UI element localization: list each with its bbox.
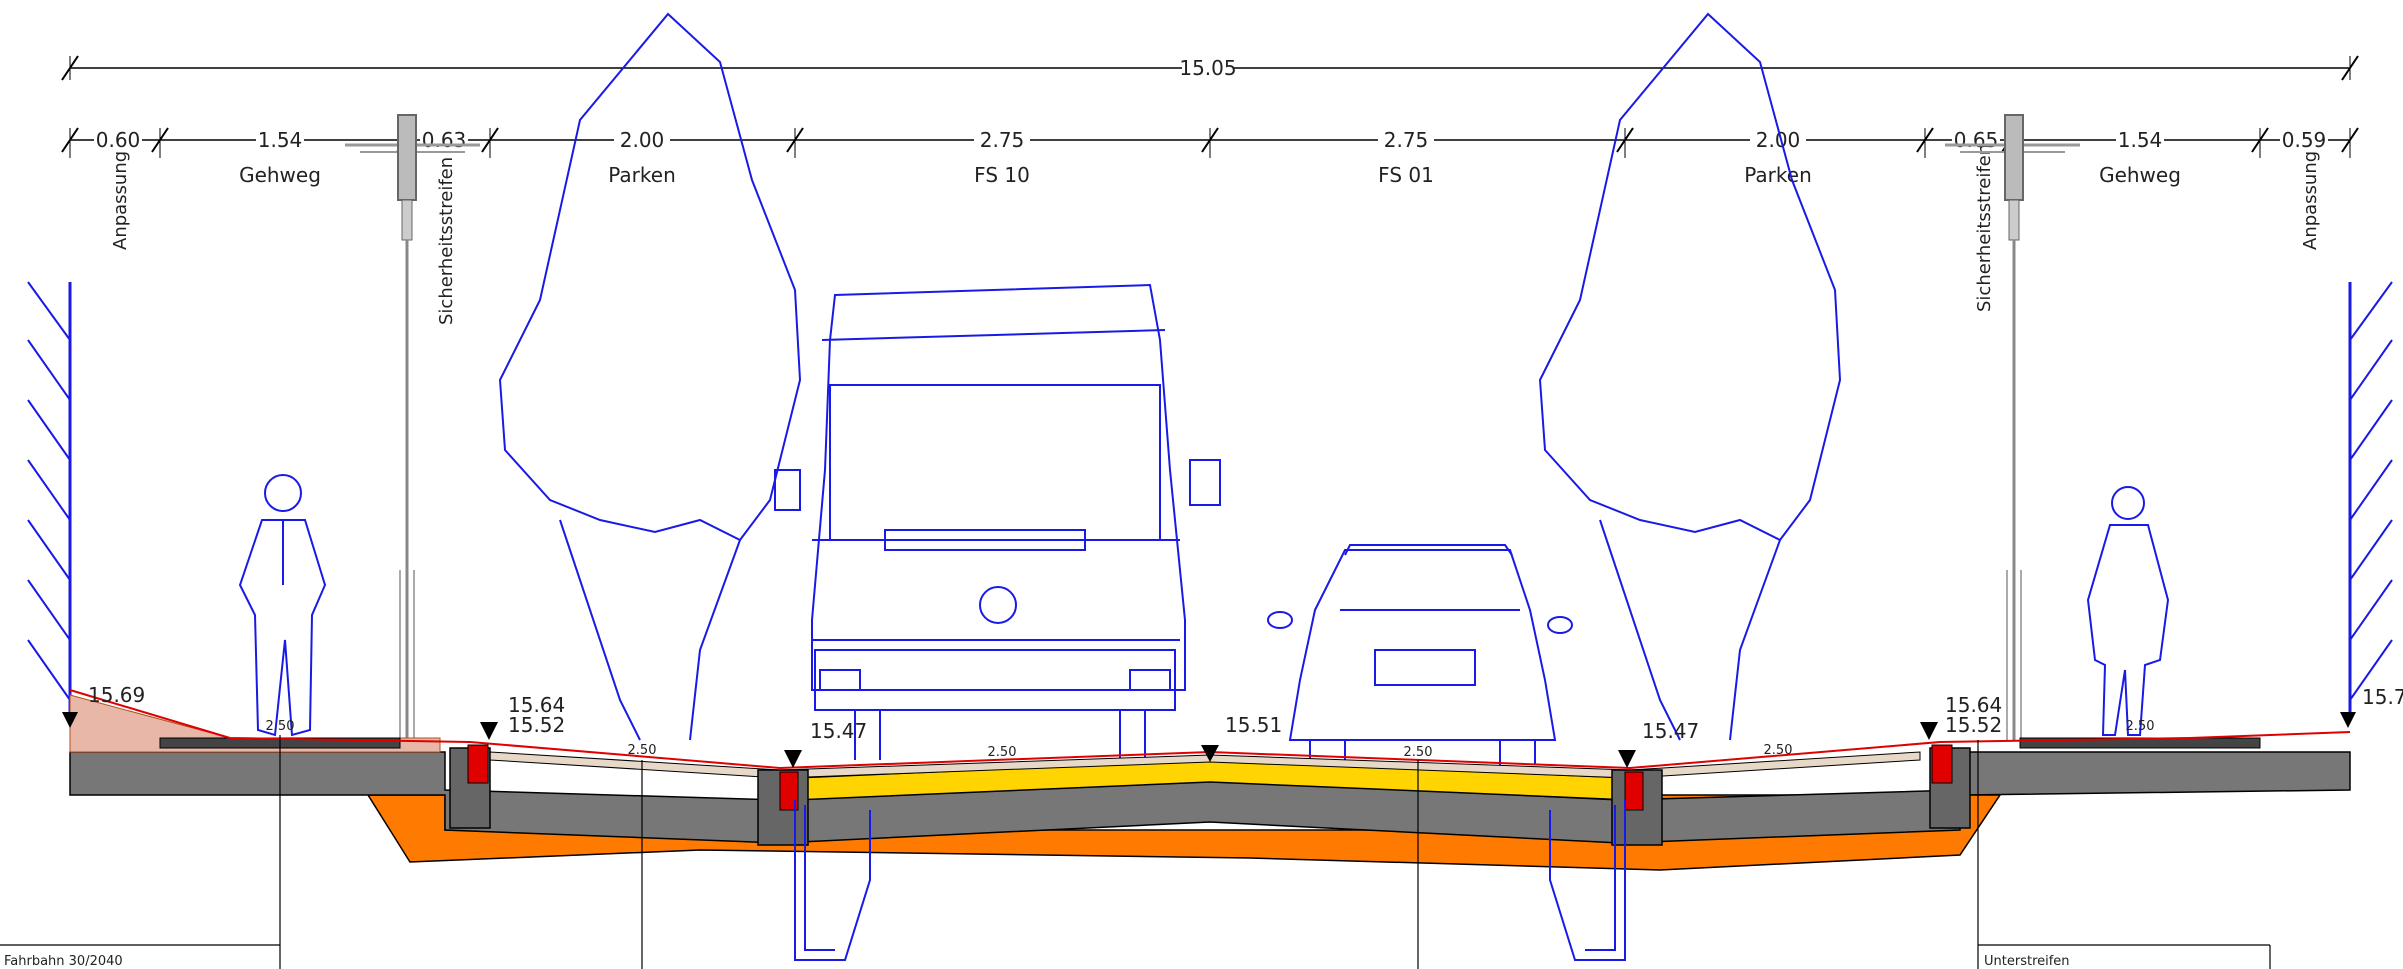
segment-value-fs10: 2.75 <box>980 128 1025 152</box>
street-lamp-right <box>1945 114 2080 740</box>
slope-parken-left: 2.50 <box>628 743 657 758</box>
street-lamp-left <box>345 114 480 740</box>
segment-value-gehweg-left: 1.54 <box>258 128 303 152</box>
callout-bottom-right: Unterstreifen <box>1984 954 2070 969</box>
segment-value-anpassung-left: 0.60 <box>96 128 141 152</box>
segment-value-sicherheitsstreifen-left: 0.63 <box>422 128 467 152</box>
slope-gehweg-right: 2.50 <box>2126 719 2155 734</box>
segment-value-sicherheitsstreifen-right: 0.65 <box>1954 128 1999 152</box>
embankment-left <box>27 281 72 715</box>
slope-gehweg-left: 2.50 <box>266 719 295 734</box>
segment-values: 0.60 1.54 0.63 2.00 2.75 2.75 2.00 0.65 … <box>94 128 2328 152</box>
curb-right-outer <box>1931 744 1953 784</box>
segment-labels: Gehweg Parken FS 10 FS 01 Parken Gehweg … <box>110 144 2321 325</box>
segment-label-gehweg-right: Gehweg <box>2099 163 2181 187</box>
segment-value-gehweg-right: 1.54 <box>2118 128 2163 152</box>
elevation-right-curb-top: 15.64 <box>1945 693 2002 717</box>
callout-bottom-left: Fahrbahn 30/2040 <box>4 954 123 969</box>
elevation-crown: 15.51 <box>1225 713 1282 737</box>
pedestrian-right <box>2086 486 2170 736</box>
curb-right-inner <box>1624 771 1644 811</box>
slope-parken-right: 2.50 <box>1764 743 1793 758</box>
tree-left <box>498 12 802 741</box>
segment-label-anpassung-left: Anpassung <box>110 151 131 250</box>
overall-width-label: 15.05 <box>1179 56 1236 80</box>
segment-value-fs01: 2.75 <box>1384 128 1429 152</box>
segment-value-anpassung-right: 0.59 <box>2282 128 2327 152</box>
car-rear-view <box>1267 544 1573 765</box>
elevation-left-curb-top: 15.64 <box>508 693 565 717</box>
segment-label-gehweg-left: Gehweg <box>239 163 321 187</box>
pedestrian-left <box>238 474 327 737</box>
elevation-markers: 15.69 15.64 15.52 15.47 15.51 15.47 15.6… <box>62 683 2403 768</box>
overall-dimension-line: 15.05 <box>61 55 2359 81</box>
elevation-right-edge: 15.71 <box>2362 685 2403 709</box>
segment-label-sicherheitsstreifen-left: Sicherheitsstreifen <box>436 157 457 325</box>
elevation-right-curb-bottom: 15.52 <box>1945 713 2002 737</box>
road-layers <box>69 689 2351 961</box>
curb-left-inner <box>779 771 799 811</box>
segment-label-sicherheitsstreifen-right: Sicherheitsstreifen <box>1974 144 1995 312</box>
truck-front-view <box>774 283 1221 760</box>
segment-label-parken-right: Parken <box>1744 163 1812 187</box>
curb-left-outer <box>467 744 489 784</box>
elevation-left-gutter: 15.47 <box>810 719 867 743</box>
leader-lines: Fahrbahn 30/2040 Unterstreifen <box>0 735 2271 969</box>
segment-label-anpassung-right: Anpassung <box>2300 151 2321 250</box>
elevation-left-curb-bottom: 15.52 <box>508 713 565 737</box>
segment-value-parken-left: 2.00 <box>620 128 665 152</box>
elevation-left-edge: 15.69 <box>88 683 145 707</box>
slope-fs10: 2.50 <box>988 745 1017 760</box>
embankment-right <box>2348 281 2393 715</box>
elevation-right-gutter: 15.47 <box>1642 719 1699 743</box>
slope-fs01: 2.50 <box>1404 745 1433 760</box>
segment-label-fs10: FS 10 <box>974 163 1030 187</box>
segment-label-parken-left: Parken <box>608 163 676 187</box>
slope-labels: 2.50 2.50 2.50 2.50 2.50 2.50 <box>266 719 2155 760</box>
tree-right <box>1538 12 1842 741</box>
segment-label-fs01: FS 01 <box>1378 163 1434 187</box>
